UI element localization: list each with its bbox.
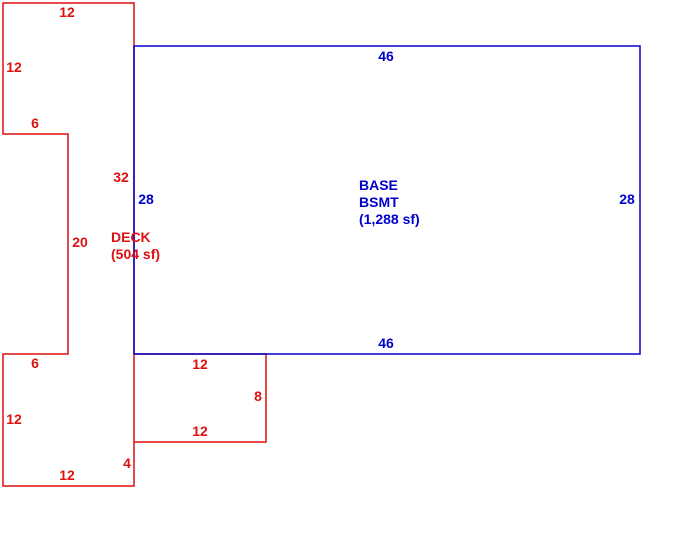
deck-area: (504 sf) xyxy=(111,246,160,262)
deck-dim-lower-notch: 6 xyxy=(31,355,39,371)
deck-dim-extension-bottom: 12 xyxy=(192,423,208,439)
deck-dim-upper-left: 12 xyxy=(6,59,22,75)
base-name-line1: BASE xyxy=(359,177,398,193)
deck-dim-inner: 20 xyxy=(72,234,88,250)
base-bsmt-outline xyxy=(133,45,641,355)
deck-dim-upper-notch: 6 xyxy=(31,115,39,131)
base-dim-left: 28 xyxy=(138,191,154,207)
deck-dim-top: 12 xyxy=(59,4,75,20)
base-name-line2: BSMT xyxy=(359,194,399,210)
base-dim-bottom: 46 xyxy=(378,335,394,351)
base-area: (1,288 sf) xyxy=(359,211,420,227)
base-dim-right: 28 xyxy=(619,191,635,207)
deck-dim-lower-left: 12 xyxy=(6,411,22,427)
base-dim-top: 46 xyxy=(378,48,394,64)
deck-name: DECK xyxy=(111,229,151,245)
deck-dim-bottom: 12 xyxy=(59,467,75,483)
deck-dim-step: 4 xyxy=(123,455,131,471)
deck-dim-extension-top: 12 xyxy=(192,356,208,372)
deck-dim-extension-right: 8 xyxy=(254,388,262,404)
deck-dim-right: 32 xyxy=(113,169,129,185)
